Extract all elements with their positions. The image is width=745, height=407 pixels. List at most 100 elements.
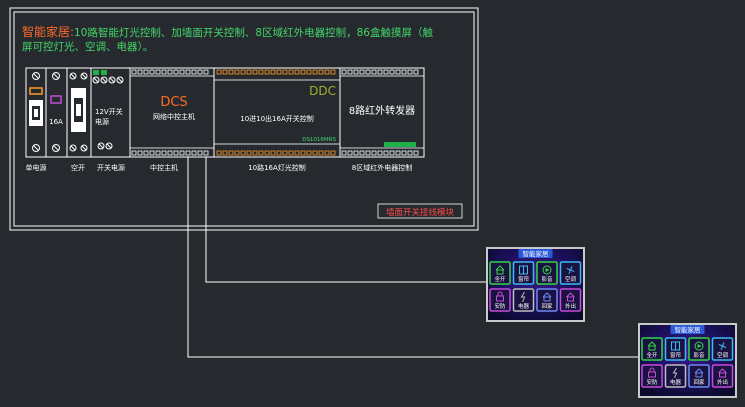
switch-power-inner-label-1: 12V开关 xyxy=(95,107,123,116)
panel-button-外出[interactable]: 外出 xyxy=(559,288,582,312)
panel-button-回家[interactable]: 回家 xyxy=(688,364,710,388)
terminal-square xyxy=(365,150,371,156)
bolt-icon xyxy=(672,367,678,379)
touch-panel[interactable]: 智能家居全开窗帘影音空调安防电器 回家外出 xyxy=(486,247,585,322)
panel-button-安防[interactable]: 安防 xyxy=(489,288,511,312)
terminal-square xyxy=(197,69,203,75)
terminal-square xyxy=(222,69,228,75)
terminal-square xyxy=(383,69,389,75)
terminal-square xyxy=(197,150,203,156)
panel-button-全开[interactable]: 全开 xyxy=(641,337,663,361)
terminal-square xyxy=(228,150,234,156)
touch-panels: 智能家居全开窗帘影音空调安防电器回家外出智能家居全开窗帘影音空调安防电器回家外出 xyxy=(486,247,737,398)
panel-button-frame xyxy=(688,337,710,361)
panel-button-frame xyxy=(489,288,511,312)
rating-cell: 16A xyxy=(49,72,63,152)
terminal-square xyxy=(161,69,167,75)
terminal-square xyxy=(318,150,324,156)
switch-power-module: 12V开关 电源 xyxy=(92,70,124,150)
terminal-square xyxy=(312,150,318,156)
dcs-label: 中控主机 xyxy=(150,163,178,172)
terminal-square xyxy=(294,150,300,156)
terminal-square xyxy=(276,150,282,156)
terminal-square xyxy=(179,150,185,156)
terminal-square xyxy=(143,150,149,156)
terminal-square xyxy=(191,150,197,156)
panel-button-label: 电器 xyxy=(670,378,682,386)
terminal-square xyxy=(167,150,173,156)
terminal-square xyxy=(359,150,365,156)
home-in-icon xyxy=(694,368,704,378)
panel-button-空调[interactable]: 空调 xyxy=(559,261,582,285)
media-icon xyxy=(542,265,552,275)
touch-panel[interactable]: 智能家居全开窗帘影音空调安防电器回家外出 xyxy=(638,323,737,398)
terminal-square xyxy=(389,69,395,75)
switch-power-inner-label-2: 电源 xyxy=(95,117,109,126)
breaker-label: 空开 xyxy=(71,163,85,172)
panel-button-frame xyxy=(559,261,582,285)
terminal-square xyxy=(167,69,173,75)
header-prefix: 智能家居: xyxy=(22,24,74,39)
panel-button-电器[interactable]: 电器 xyxy=(512,288,535,312)
ir-label: 8区域红外电器控制 xyxy=(352,163,412,172)
panel-button-frame xyxy=(536,261,558,285)
terminal-square xyxy=(300,69,306,75)
home-icon xyxy=(647,341,657,351)
power-indicator xyxy=(29,87,43,95)
terminal-square xyxy=(365,69,371,75)
terminal-square xyxy=(234,69,240,75)
terminal-square xyxy=(288,69,294,75)
panel-button-安防[interactable]: 安防 xyxy=(641,364,663,388)
breaker-module xyxy=(69,72,88,152)
panel-button-label: 回家 xyxy=(541,302,553,310)
fan-icon xyxy=(718,342,727,350)
panel-button-影音[interactable]: 影音 xyxy=(688,337,710,361)
terminal-square xyxy=(264,150,270,156)
terminal-square xyxy=(282,150,288,156)
lock-icon xyxy=(648,367,656,378)
panel-button-窗帘[interactable]: 窗帘 xyxy=(664,337,687,361)
panel-button-回家[interactable]: 回家 xyxy=(536,288,558,312)
terminal-square xyxy=(240,69,246,75)
bolt-icon xyxy=(520,291,526,303)
lock-icon xyxy=(496,291,504,302)
breaker-rating: 16A xyxy=(49,118,63,126)
panel-button-label: 全开 xyxy=(646,351,658,359)
panel-button-影音[interactable]: 影音 xyxy=(536,261,558,285)
panel-button-窗帘[interactable]: 窗帘 xyxy=(512,261,535,285)
terminal-square xyxy=(173,150,179,156)
panel-button-label: 电器 xyxy=(518,302,530,310)
panel-button-外出[interactable]: 外出 xyxy=(711,364,734,388)
touch-panel-title: 智能家居 xyxy=(523,249,550,258)
power-module xyxy=(29,72,43,152)
terminal-square xyxy=(185,69,191,75)
terminal-square xyxy=(131,69,137,75)
relay-model: DS1016MRS xyxy=(302,137,336,143)
wire-to-panel-2 xyxy=(187,157,638,358)
panel-button-label: 窗帘 xyxy=(518,275,530,283)
touch-panel-title: 智能家居 xyxy=(675,325,702,334)
ddc-brand: DDC xyxy=(309,84,336,98)
terminal-square xyxy=(306,69,312,75)
panel-button-全开[interactable]: 全开 xyxy=(489,261,511,285)
terminal-blocks xyxy=(131,69,419,156)
terminal-square xyxy=(318,69,324,75)
wire-to-panel-1 xyxy=(205,157,486,283)
terminal-square xyxy=(161,150,167,156)
home-icon xyxy=(495,265,505,275)
terminal-square xyxy=(222,150,228,156)
panel-button-frame xyxy=(711,364,734,388)
dcs-title: DCS xyxy=(160,95,187,110)
switch-power-label: 开关电源 xyxy=(97,163,125,172)
panel-button-空调[interactable]: 空调 xyxy=(711,337,734,361)
header-line2: 屏可控灯光、空调、电器）。 xyxy=(22,40,153,53)
cabinet-outer-frame xyxy=(9,7,479,231)
terminal-square xyxy=(413,69,419,75)
dcs-module: DCS 网络中控主机 xyxy=(129,75,215,149)
terminal-square xyxy=(276,69,282,75)
panel-button-电器[interactable]: 电器 xyxy=(664,364,687,388)
terminal-square xyxy=(185,150,191,156)
terminal-square xyxy=(131,150,137,156)
terminal-square xyxy=(312,69,318,75)
